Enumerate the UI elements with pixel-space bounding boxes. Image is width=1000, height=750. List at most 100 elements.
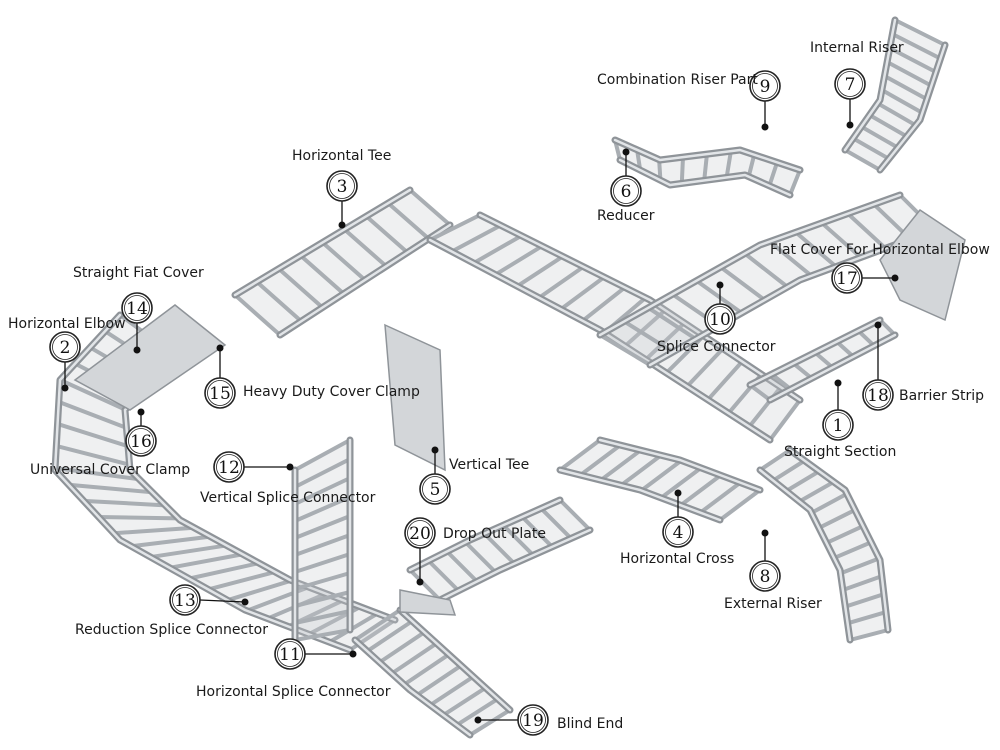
rung <box>471 233 524 266</box>
rung <box>832 540 874 561</box>
leader-dot <box>761 123 769 131</box>
side-rail-highlight <box>233 188 412 297</box>
number-badge <box>834 68 866 100</box>
rung <box>428 213 482 242</box>
external-riser-bed <box>760 450 888 640</box>
number-badge-inner-ring <box>707 306 733 332</box>
rung <box>293 628 352 642</box>
callout-number: 11 <box>279 645 301 665</box>
number-badge <box>326 170 358 202</box>
side-rail-highlight <box>398 608 512 712</box>
callout-label: Barrier Strip <box>899 388 984 404</box>
rung <box>698 480 743 515</box>
rung <box>81 498 168 508</box>
rung <box>225 578 294 603</box>
number-badge-inner-ring <box>665 519 691 545</box>
reducer-run <box>611 136 804 199</box>
callout-number: 8 <box>760 567 771 587</box>
rung <box>148 543 229 560</box>
rung <box>327 611 380 645</box>
rung <box>463 540 498 575</box>
rung <box>364 214 410 255</box>
rung <box>254 279 304 324</box>
rung <box>851 136 891 161</box>
rung <box>55 421 131 449</box>
rung <box>875 101 918 128</box>
side-rail-highlight <box>768 333 897 402</box>
rung <box>96 515 181 521</box>
number-badge <box>704 303 736 335</box>
number-badge <box>822 409 854 441</box>
side-rail-highlight <box>613 138 802 172</box>
number-badge-inner-ring <box>752 563 778 589</box>
callout-label: External Riser <box>724 596 822 612</box>
vertical-riser-bed <box>295 440 350 640</box>
rung <box>468 708 512 737</box>
leader-dot <box>474 716 482 724</box>
callout-label: Splice Connector <box>657 339 776 355</box>
rung <box>843 148 882 172</box>
number-badge-inner-ring <box>329 173 355 199</box>
callout-number: 2 <box>60 338 71 358</box>
callout-label: Heavy Duty Cover Clamp <box>243 384 420 400</box>
leader-dot <box>61 384 69 392</box>
rung <box>718 265 767 303</box>
callout-label: Universal Cover Clamp <box>30 462 190 478</box>
leader-dot <box>674 489 682 497</box>
number-badge <box>213 451 245 483</box>
callout-label: Vertical Tee <box>449 457 529 473</box>
callout-number: 4 <box>673 523 684 543</box>
rung <box>887 45 938 75</box>
rung <box>819 220 863 260</box>
rung <box>788 168 802 197</box>
rung <box>768 398 802 442</box>
rung <box>293 590 352 608</box>
rung <box>276 266 325 310</box>
number-badge <box>831 262 863 294</box>
callout-label: Reducer <box>597 208 655 224</box>
rung <box>54 443 132 467</box>
leader-dot <box>137 408 145 416</box>
rung <box>408 188 452 227</box>
rung <box>293 609 352 625</box>
number-badge <box>749 70 781 102</box>
side-rail-highlight <box>353 638 472 737</box>
flat-cover-horizontal-elbow <box>879 208 966 322</box>
number-badge <box>662 516 694 548</box>
rung <box>622 319 675 355</box>
number-badge-inner-ring <box>172 587 198 613</box>
rung <box>882 73 929 102</box>
rung <box>186 561 262 581</box>
number-badge-inner-ring <box>825 412 851 438</box>
rung <box>748 383 772 402</box>
leader-dot <box>286 463 294 471</box>
side-rail-highlight <box>278 223 452 337</box>
leader-dot <box>349 650 357 658</box>
rung <box>539 506 574 541</box>
rung <box>482 531 517 566</box>
rung <box>867 112 909 139</box>
number-badge <box>610 175 642 207</box>
rung <box>558 275 607 312</box>
cable-tray-illustration <box>51 16 966 739</box>
leader-line <box>199 599 246 603</box>
callout-number: 6 <box>621 182 632 202</box>
number-badge-inner-ring <box>52 334 78 360</box>
blind-end-run <box>351 606 514 739</box>
rung <box>718 488 762 522</box>
rung <box>66 482 155 495</box>
rung <box>598 333 652 367</box>
rung <box>639 458 684 493</box>
callout-number: 1 <box>833 416 844 436</box>
rung <box>797 479 836 504</box>
rung <box>845 610 888 626</box>
rung <box>848 628 890 642</box>
external-riser <box>756 446 892 644</box>
callout-number: 9 <box>760 77 771 97</box>
number-badge <box>419 473 451 505</box>
